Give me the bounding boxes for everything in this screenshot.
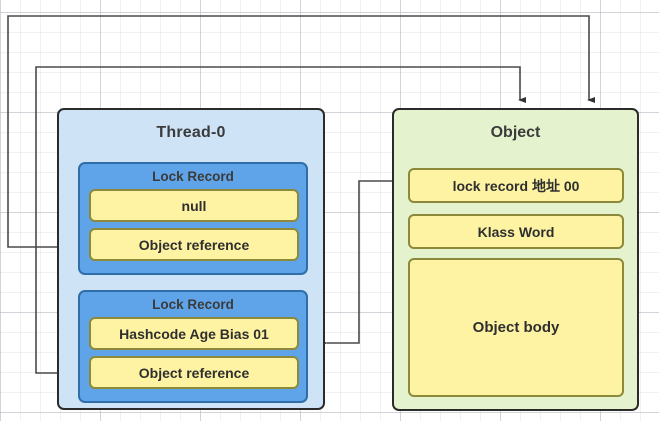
lock-record-1-mark-word: null: [89, 189, 299, 222]
object-box: Object lock record 地址 00 Klass Word Obje…: [392, 108, 639, 411]
object-klass-word: Klass Word: [408, 214, 624, 249]
lock-record-2-title: Lock Record: [152, 297, 234, 312]
thread-title: Thread-0: [156, 124, 226, 141]
lock-record-2-object-reference: Object reference: [89, 356, 299, 389]
lock-record-1: Lock Record null Object reference: [78, 162, 308, 275]
object-body: Object body: [408, 258, 624, 397]
thread-box: Thread-0 Lock Record null Object referen…: [57, 108, 325, 410]
lock-record-1-title: Lock Record: [152, 169, 234, 184]
object-title: Object: [490, 124, 541, 141]
lock-record-1-object-reference: Object reference: [89, 228, 299, 261]
lock-record-2: Lock Record Hashcode Age Bias 01 Object …: [78, 290, 308, 403]
lock-record-2-mark-word: Hashcode Age Bias 01: [89, 317, 299, 350]
object-mark-word: lock record 地址 00: [408, 168, 624, 203]
